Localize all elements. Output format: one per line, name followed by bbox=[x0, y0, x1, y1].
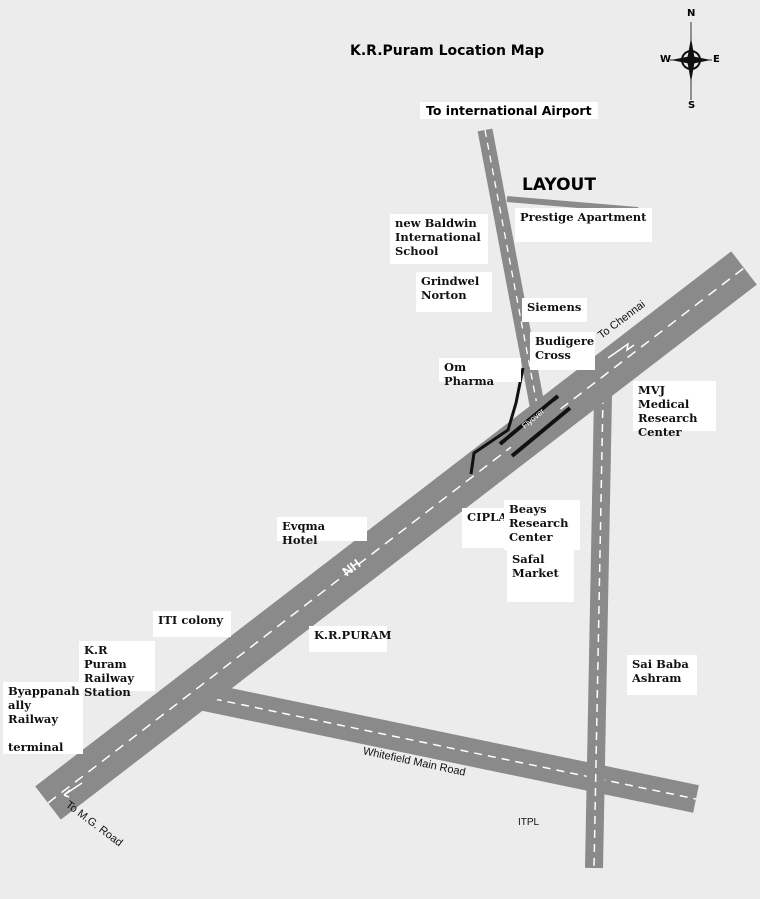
place-prestige-apartment: Prestige Apartment bbox=[515, 208, 652, 242]
compass-north: N bbox=[687, 8, 696, 19]
place-sai-baba-ashram: Sai Baba Ashram bbox=[627, 655, 697, 695]
place-om-pharma: Om Pharma bbox=[439, 358, 521, 388]
place-evqma-hotel: Evqma Hotel bbox=[277, 517, 367, 547]
compass-rose: N S E W bbox=[660, 8, 726, 112]
compass-east: E bbox=[713, 54, 720, 65]
chennai-arrow bbox=[607, 342, 635, 359]
place-safal-market: Safal Market bbox=[507, 550, 574, 602]
itpl-label: ITPL bbox=[518, 817, 540, 828]
place-mvj-medical: MVJ Medical Research Center bbox=[633, 381, 716, 439]
place-baldwin-school: new Baldwin International School bbox=[390, 214, 488, 264]
road-to-itpl bbox=[585, 395, 612, 869]
place-budigere-cross: Budigere Cross bbox=[530, 332, 595, 370]
layout-label: LAYOUT bbox=[522, 175, 596, 195]
place-byappanahalli-terminal: Byappanah ally Railway terminal bbox=[3, 682, 83, 754]
compass-west: W bbox=[660, 54, 672, 65]
place-cipla: CIPLA bbox=[462, 508, 510, 548]
place-beays-research: Beays Research Center bbox=[504, 500, 580, 550]
flyover bbox=[498, 394, 572, 458]
place-kr-puram: K.R.PURAM bbox=[309, 626, 391, 652]
airport-direction-label: To international Airport bbox=[420, 102, 598, 119]
mg-road-arrow bbox=[63, 782, 83, 798]
place-siemens: Siemens bbox=[522, 298, 587, 322]
place-kr-puram-railway-station: K.R Puram Railway Station bbox=[79, 641, 155, 699]
map-title: K.R.Puram Location Map bbox=[350, 43, 545, 59]
compass-icon bbox=[670, 22, 712, 100]
compass-south: S bbox=[688, 100, 696, 111]
road-whitefield-main bbox=[197, 682, 699, 813]
place-iti-colony: ITI colony bbox=[153, 611, 231, 637]
road-nh bbox=[35, 251, 757, 820]
road-to-airport bbox=[477, 128, 546, 412]
place-grindwel-norton: Grindwel Norton bbox=[416, 272, 492, 312]
service-road bbox=[469, 367, 525, 475]
